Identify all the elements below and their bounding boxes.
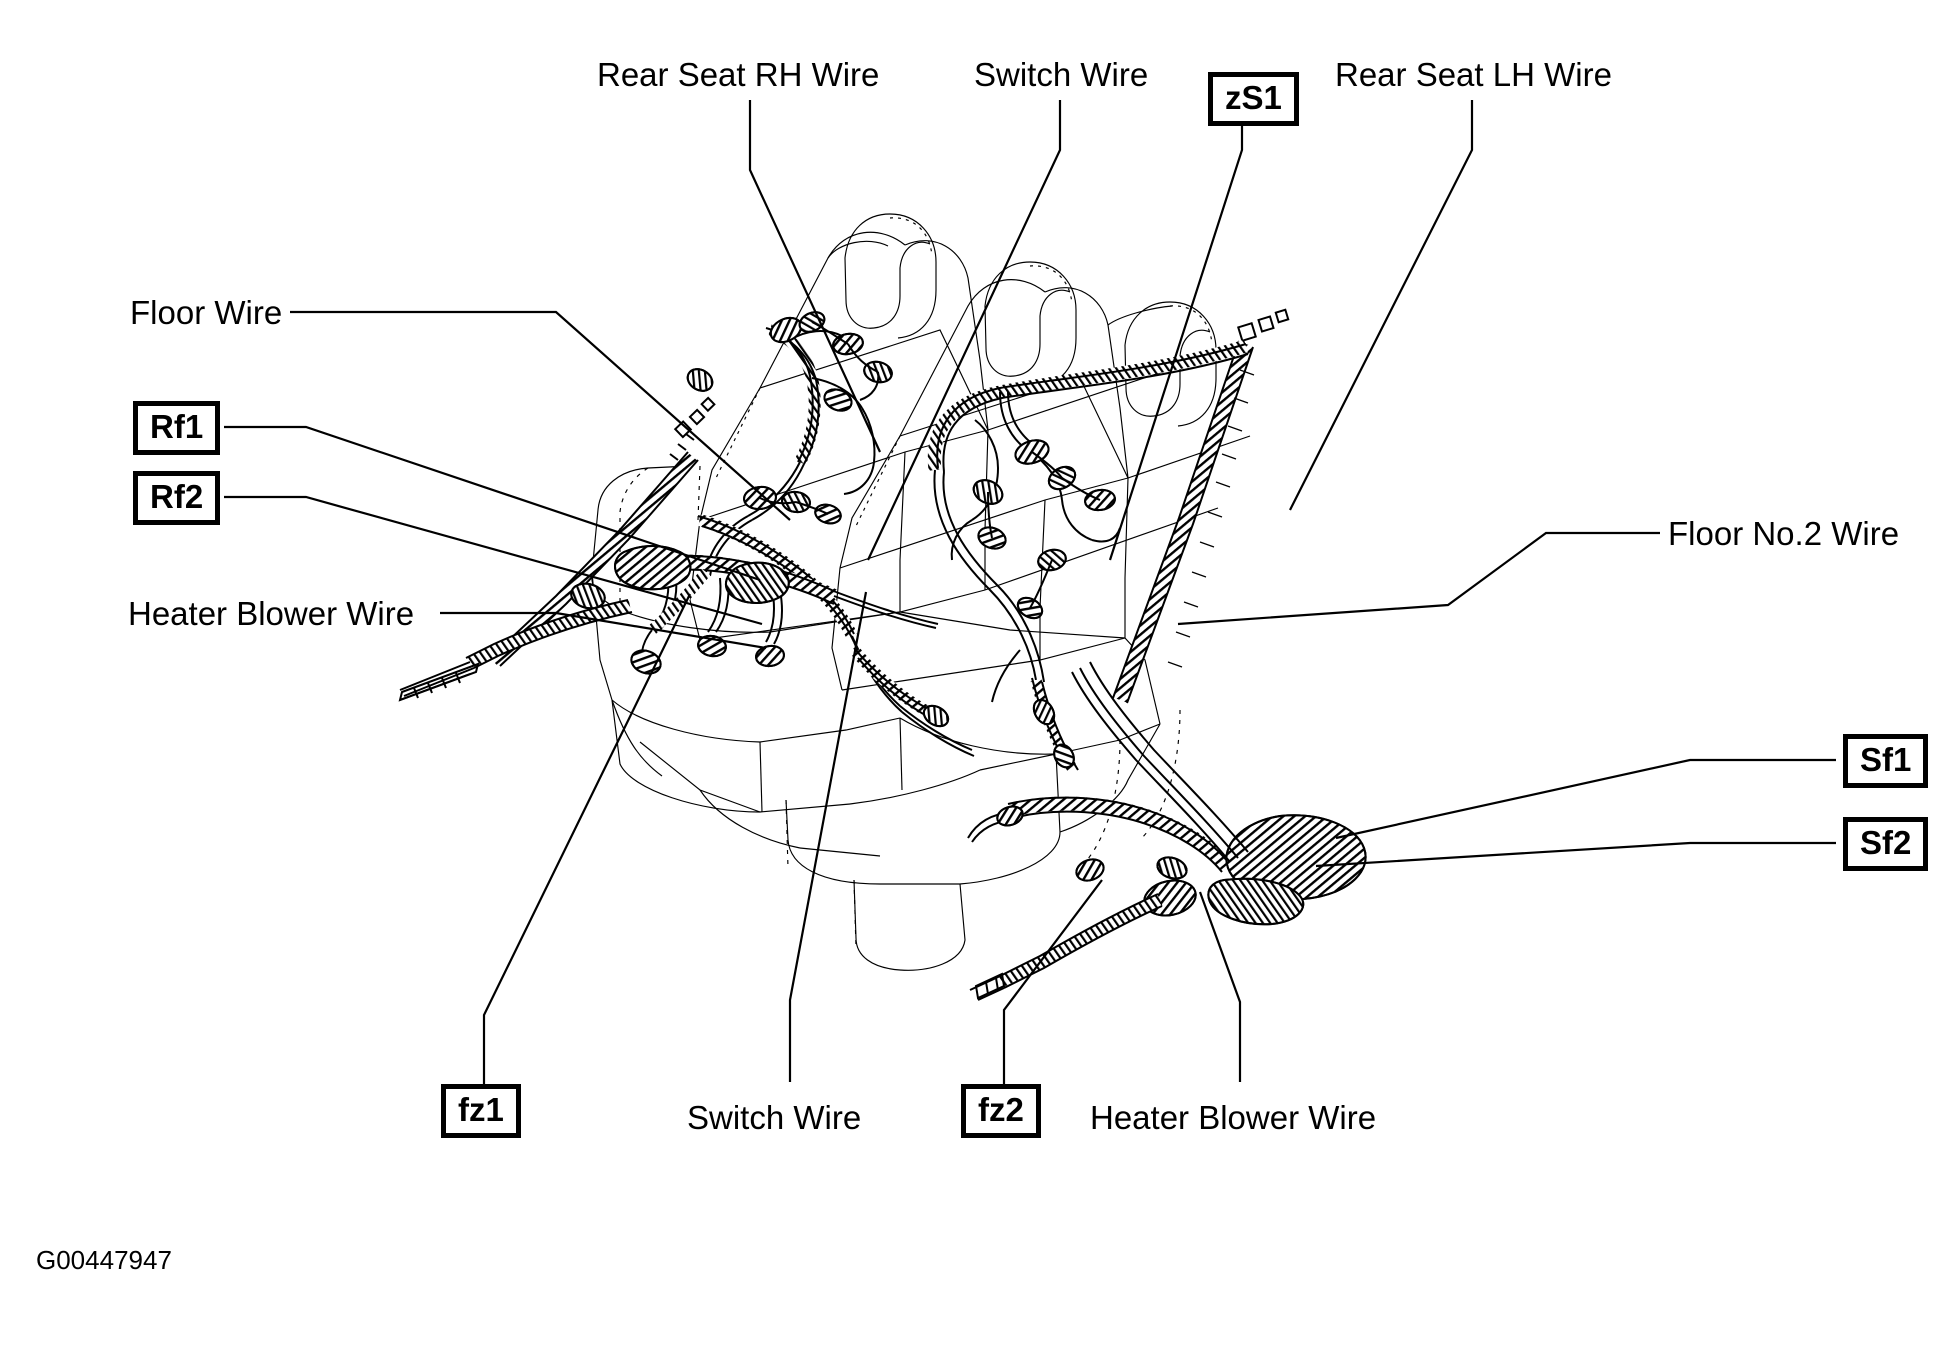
connector-cluster-rh-mid <box>743 485 842 525</box>
label-rear-seat-lh-wire: Rear Seat LH Wire <box>1335 56 1612 93</box>
leader-lines <box>224 100 1836 1084</box>
label-floor-wire: Floor Wire <box>130 294 283 331</box>
harness-junction-center <box>570 545 939 675</box>
leader-rear-seat-lh-wire <box>1289 100 1474 511</box>
floor-no2-wire-run <box>1112 308 1290 704</box>
leader-rear-seat-rh-wire <box>748 100 881 453</box>
heater-blower-wire-left-run <box>398 599 633 702</box>
leader-switch-wire-top <box>867 100 1062 561</box>
leader-switch-wire-bottom <box>788 591 868 1082</box>
rear-seat-lh-wire-run <box>927 339 1249 683</box>
rh-lower-wire-run <box>648 568 950 728</box>
connector-box-Rf1[interactable]: Rf1 <box>133 401 221 455</box>
connector-box-Rf2[interactable]: Rf2 <box>133 471 221 525</box>
rear-seat-rh-wire-run <box>705 324 876 577</box>
label-switch-wire-bottom: Switch Wire <box>687 1099 862 1136</box>
figure-code: G00447947 <box>36 1245 172 1275</box>
leader-zS1 <box>1108 105 1244 561</box>
connector-cluster-rh-upper <box>686 311 893 412</box>
connector-cluster-lower-right <box>967 661 1367 1001</box>
connector-cluster-lower-mid <box>1075 856 1188 882</box>
label-heater-blower-wire-bottom: Heater Blower Wire <box>1090 1099 1377 1136</box>
connector-box-zS1[interactable]: zS1 <box>1208 72 1299 126</box>
harness-wires <box>398 308 1367 1001</box>
connector-box-Sf1[interactable]: Sf1 <box>1843 734 1929 788</box>
connector-cluster-lh <box>972 439 1116 620</box>
lh-lower-wire-run <box>991 649 1079 771</box>
seat-ghost-outline <box>591 213 1251 971</box>
label-floor-no2-wire: Floor No.2 Wire <box>1668 515 1900 552</box>
leader-fz2 <box>1002 879 1103 1084</box>
connector-box-fz1[interactable]: fz1 <box>441 1084 521 1138</box>
leader-heater-blower-bottom <box>1198 891 1242 1082</box>
leader-rf1 <box>224 425 761 582</box>
label-switch-wire-top: Switch Wire <box>974 56 1149 93</box>
leader-floor-no2-wire <box>1177 531 1660 626</box>
connector-box-Sf2[interactable]: Sf2 <box>1843 817 1929 871</box>
leader-sf1 <box>1335 758 1836 840</box>
leader-sf2 <box>1315 841 1836 868</box>
leader-floor-wire <box>290 310 791 521</box>
leader-fz1 <box>482 593 691 1084</box>
leader-heater-blower-left <box>440 611 767 650</box>
label-heater-blower-wire-left: Heater Blower Wire <box>128 595 415 632</box>
label-rear-seat-rh-wire: Rear Seat RH Wire <box>597 56 880 93</box>
leader-rf2 <box>224 495 763 626</box>
connector-box-fz2[interactable]: fz2 <box>961 1084 1041 1138</box>
